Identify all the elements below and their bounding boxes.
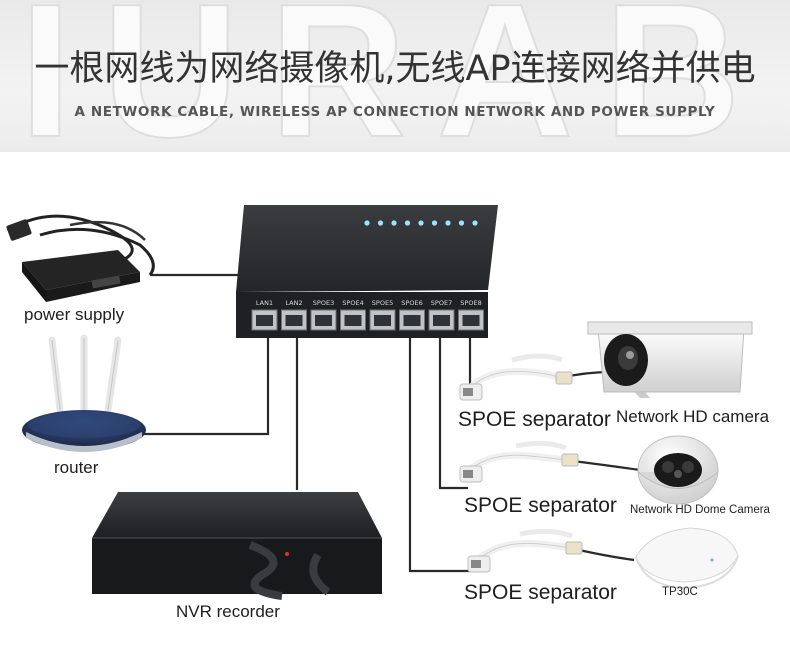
page-subtitle: A NETWORK CABLE, WIRELESS AP CONNECTION … bbox=[74, 104, 716, 120]
status-led bbox=[404, 220, 411, 226]
spoe-separator-2-image bbox=[459, 440, 579, 483]
port-socket bbox=[344, 315, 362, 326]
nvr-image bbox=[92, 492, 382, 600]
cable-spoe7-separator2 bbox=[438, 335, 468, 490]
port-label: SPOE5 bbox=[372, 299, 393, 307]
power-supply-image bbox=[6, 214, 155, 302]
port-label: LAN1 bbox=[256, 299, 273, 307]
separator-label-1: SPOE separator bbox=[458, 408, 611, 431]
status-led bbox=[458, 220, 465, 226]
spoe-separator-1-image bbox=[459, 353, 573, 401]
spoe-separator-3-image bbox=[467, 528, 583, 573]
page-title: 一根网线为网络摄像机,无线AP连接网络并供电 bbox=[34, 49, 756, 89]
port-label: SPOE4 bbox=[342, 299, 363, 307]
dome-camera-label: Network HD Dome Camera bbox=[630, 504, 770, 516]
port-socket bbox=[256, 315, 273, 326]
power-supply-label: power supply bbox=[24, 305, 125, 324]
port-label: SPOE8 bbox=[460, 299, 481, 307]
bullet-camera-image bbox=[587, 321, 753, 398]
port-socket bbox=[315, 315, 332, 326]
watermark-text: IURAB bbox=[19, 0, 771, 152]
brand-watermark: IURAB bbox=[18, 0, 771, 152]
cable-spoe6-separator3 bbox=[408, 335, 474, 573]
ap-label: TP30C bbox=[662, 586, 698, 598]
port-label: SPOE6 bbox=[401, 299, 422, 307]
status-led bbox=[431, 220, 438, 226]
header-banner: IURAB 一根网线为网络摄像机,无线AP连接网络并供电 A NETWORK C… bbox=[0, 0, 790, 152]
network-diagram: LAN1 LAN2 SPOE3 SPOE4 SPOE5 SPOE6 SPOE7 SPOE8 bbox=[6, 205, 753, 600]
port-socket bbox=[285, 315, 303, 326]
status-led bbox=[472, 220, 478, 226]
port-label: LAN2 bbox=[285, 299, 302, 307]
separator-label-3: SPOE separator bbox=[464, 581, 617, 604]
status-leds bbox=[364, 220, 478, 226]
port-socket bbox=[403, 315, 421, 326]
separator-label-2: SPOE separator bbox=[464, 494, 617, 517]
status-led bbox=[364, 220, 370, 226]
port-label: SPOE3 bbox=[313, 299, 334, 307]
status-led bbox=[377, 220, 384, 226]
dome-camera-image bbox=[637, 435, 719, 505]
port-socket bbox=[433, 315, 450, 326]
wireless-ap-image bbox=[635, 527, 739, 590]
port-labels: LAN1 LAN2 SPOE3 SPOE4 SPOE5 SPOE6 SPOE7 SPOE8 bbox=[256, 299, 482, 307]
status-led bbox=[391, 220, 397, 226]
nvr-label: NVR recorder bbox=[176, 602, 280, 621]
status-led bbox=[418, 220, 424, 226]
port-socket bbox=[462, 315, 480, 326]
status-led bbox=[445, 220, 451, 226]
port-socket bbox=[374, 315, 391, 326]
port-label: SPOE7 bbox=[431, 299, 452, 307]
poe-switch: LAN1 LAN2 SPOE3 SPOE4 SPOE5 SPOE6 SPOE7 SPOE8 bbox=[236, 205, 498, 338]
router-image bbox=[22, 334, 146, 452]
camera-label: Network HD camera bbox=[616, 407, 770, 426]
cable-lan1-router bbox=[140, 335, 270, 436]
switch-ports bbox=[251, 309, 484, 331]
router-label: router bbox=[54, 458, 99, 477]
